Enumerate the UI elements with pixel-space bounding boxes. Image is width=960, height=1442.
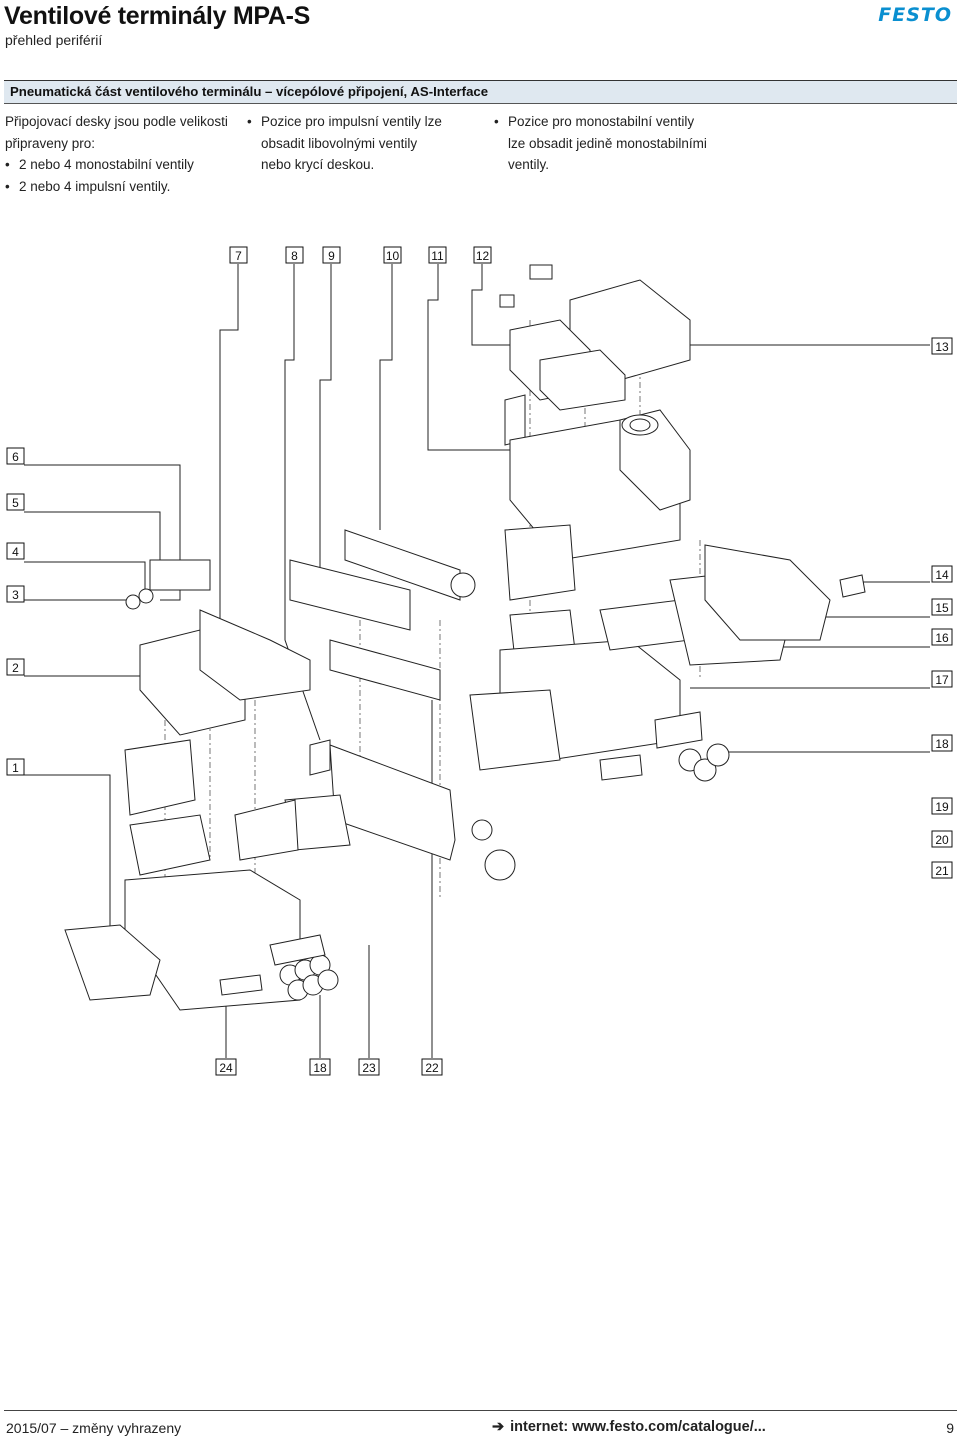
text-column-3: Pozice pro monostabilní ventily lze obsa… [494,111,707,176]
callout-label: 7 [229,246,248,264]
callout-label: 1 [6,758,25,776]
bullet-item: Pozice pro monostabilní ventily lze obsa… [494,111,707,176]
leader-line [24,464,181,601]
bullet-line: Pozice pro impulsní ventily lze [261,114,442,129]
footer-link-text[interactable]: internet: www.festo.com/catalogue/... [510,1419,766,1435]
callout-label: 10 [383,246,402,264]
callout-label: 22 [421,1058,443,1076]
callout-label: 21 [931,861,953,879]
intro-line: připraveny pro: [5,135,96,151]
svg-text:7: 7 [235,249,242,263]
callout-label: 5 [6,493,25,511]
leader-line [24,511,161,575]
callouts-left: 6 5 4 3 2 1 [6,447,25,776]
svg-text:13: 13 [935,340,949,354]
footer-divider [4,1410,957,1411]
leader-line [471,264,510,346]
leader-line [24,561,146,590]
svg-text:23: 23 [362,1061,376,1075]
svg-text:24: 24 [219,1061,233,1075]
bullet-line: ventily. [508,157,550,173]
bullet-line: nebo krycí deskou. [261,157,375,173]
svg-text:22: 22 [425,1061,439,1075]
callout-label: 17 [931,670,953,688]
callout-label: 23 [358,1058,380,1076]
valve-assembly-left [64,559,339,1011]
push-in-fittings-right [678,743,730,782]
callout-label: 4 [6,542,25,560]
bullet-line: lze obsadit jedině monostabilními [508,135,707,151]
callout-label: 14 [931,565,953,583]
right-subbase [469,524,866,782]
callout-label: 13 [931,337,953,355]
svg-text:20: 20 [935,833,949,847]
svg-text:16: 16 [935,631,949,645]
leader-line [219,264,239,620]
push-in-fittings-left [279,954,339,1001]
svg-text:3: 3 [12,588,19,602]
svg-text:5: 5 [12,496,19,510]
leader-line [24,599,136,605]
svg-text:6: 6 [12,450,19,464]
text-column-1: Připojovací desky jsou podle velikosti p… [5,111,228,197]
svg-text:18: 18 [313,1061,327,1075]
callout-label: 3 [6,585,25,603]
callout-label: 12 [473,246,492,264]
arrow-right-icon: ➔ [492,1419,505,1435]
svg-text:17: 17 [935,673,949,687]
footer-date-note: 2015/07 – změny vyhrazeny [6,1420,182,1436]
svg-text:18: 18 [935,737,949,751]
leader-line [379,264,393,530]
callout-label: 18 [931,734,953,752]
svg-text:10: 10 [386,249,400,263]
leader-line [24,774,111,930]
callout-label: 2 [6,658,25,676]
callout-label: 19 [931,797,953,815]
center-subbase [234,529,516,881]
text-column-2: Pozice pro impulsní ventily lze obsadit … [247,111,442,176]
leader-line [427,264,520,451]
section-title: Pneumatická část ventilového terminálu –… [10,84,489,99]
callouts-bottom: 24 18 23 22 [215,1058,443,1076]
svg-text:9: 9 [328,249,335,263]
callout-label: 11 [428,246,447,264]
bullet-line: Pozice pro monostabilní ventily [508,114,695,129]
svg-text:4: 4 [12,545,19,559]
bullet-item: 2 nebo 4 impulsní ventily. [5,176,228,198]
svg-text:1: 1 [12,761,19,775]
callouts-top: 7 8 9 10 11 12 [229,246,492,264]
svg-text:2: 2 [12,661,19,675]
svg-text:15: 15 [935,601,949,615]
page-subtitle: přehled periférií [5,32,103,48]
valve-assembly-upper-right [499,264,691,561]
callout-label: 8 [285,246,304,264]
leader-line [24,675,141,690]
footer-link[interactable]: ➔ internet: www.festo.com/catalogue/... [492,1419,766,1435]
bullet-item: 2 nebo 4 monostabilní ventily [5,154,228,176]
svg-text:14: 14 [935,568,949,582]
section-header: Pneumatická část ventilového terminálu –… [4,80,957,104]
page-number: 9 [946,1420,954,1436]
callout-label: 20 [931,830,953,848]
bullet-item: Pozice pro impulsní ventily lze obsadit … [247,111,442,176]
festo-logo: FESTO [878,4,952,26]
svg-text:8: 8 [291,249,298,263]
callout-label: 9 [322,246,341,264]
callout-label: 16 [931,628,953,646]
svg-text:19: 19 [935,800,949,814]
callout-label: 15 [931,598,953,616]
svg-text:21: 21 [935,864,949,878]
bullet-line: obsadit libovolnými ventily [261,135,418,151]
page-title: Ventilové terminály MPA-S [4,2,311,30]
callout-label: 6 [6,447,25,465]
callout-label: 24 [215,1058,237,1076]
intro-line: Připojovací desky jsou podle velikosti [5,114,228,129]
svg-text:12: 12 [476,249,490,263]
leader-line [319,264,332,570]
exploded-view-drawing: 7 8 9 10 11 12 6 5 4 3 2 1 13 14 15 16 1… [6,246,953,1076]
callouts-right: 13 14 15 16 17 18 19 20 21 [931,337,953,879]
svg-text:11: 11 [431,249,444,263]
callout-label: 18 [309,1058,331,1076]
